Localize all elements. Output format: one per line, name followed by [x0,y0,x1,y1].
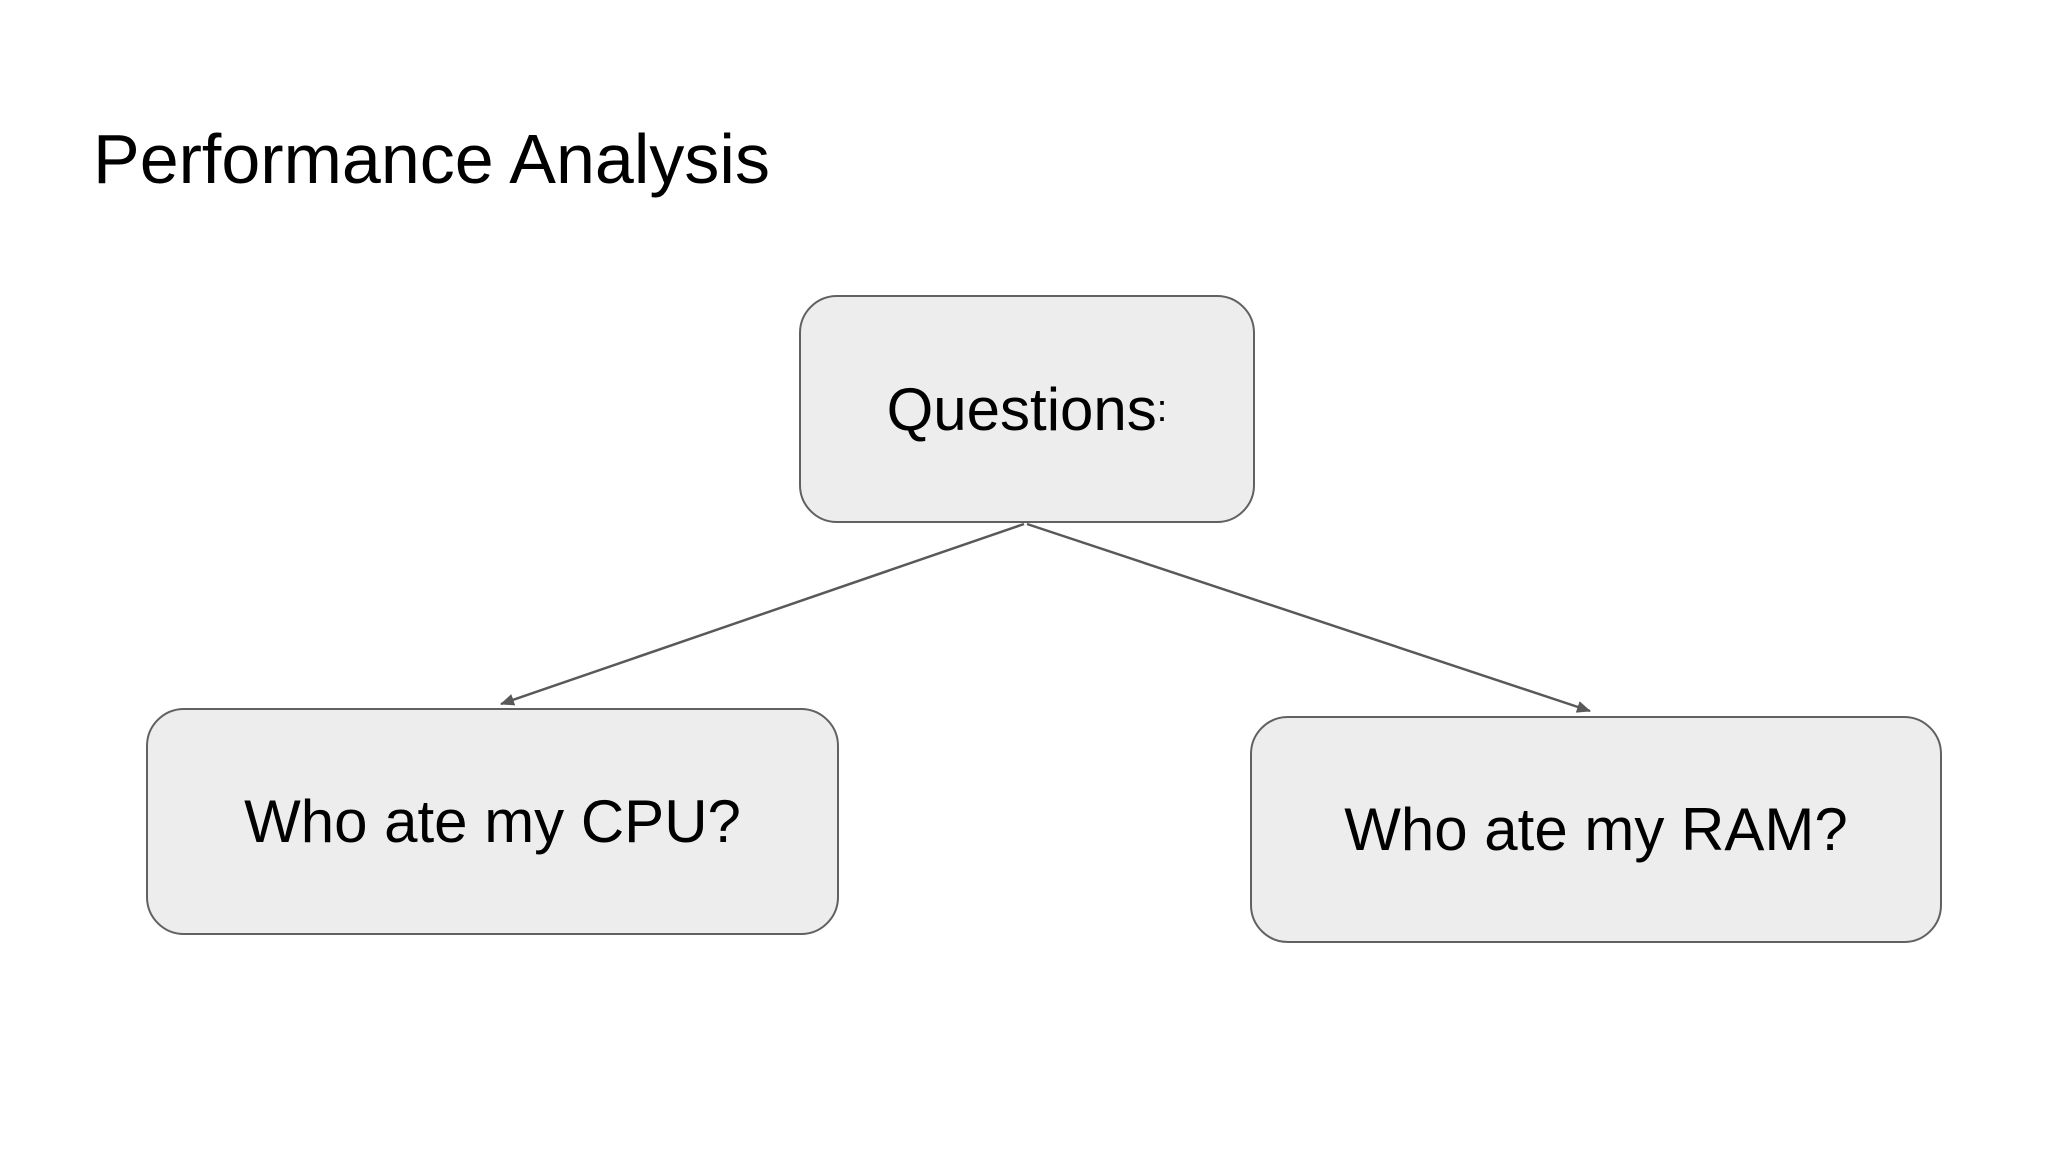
connector-questions-to-cpu [500,522,1025,706]
node-who-ate-my-ram: Who ate my RAM? [1250,716,1942,943]
node-who-ate-my-cpu: Who ate my CPU? [146,708,839,935]
node-ram-label: Who ate my RAM? [1344,796,1848,863]
slide-title: Performance Analysis [93,120,770,198]
connector-questions-to-ram [1026,522,1591,713]
node-cpu-label: Who ate my CPU? [244,788,741,855]
node-questions-label: Questions [886,375,1157,443]
node-questions-colon: : [1156,387,1168,430]
node-questions: Questions: [799,295,1255,523]
